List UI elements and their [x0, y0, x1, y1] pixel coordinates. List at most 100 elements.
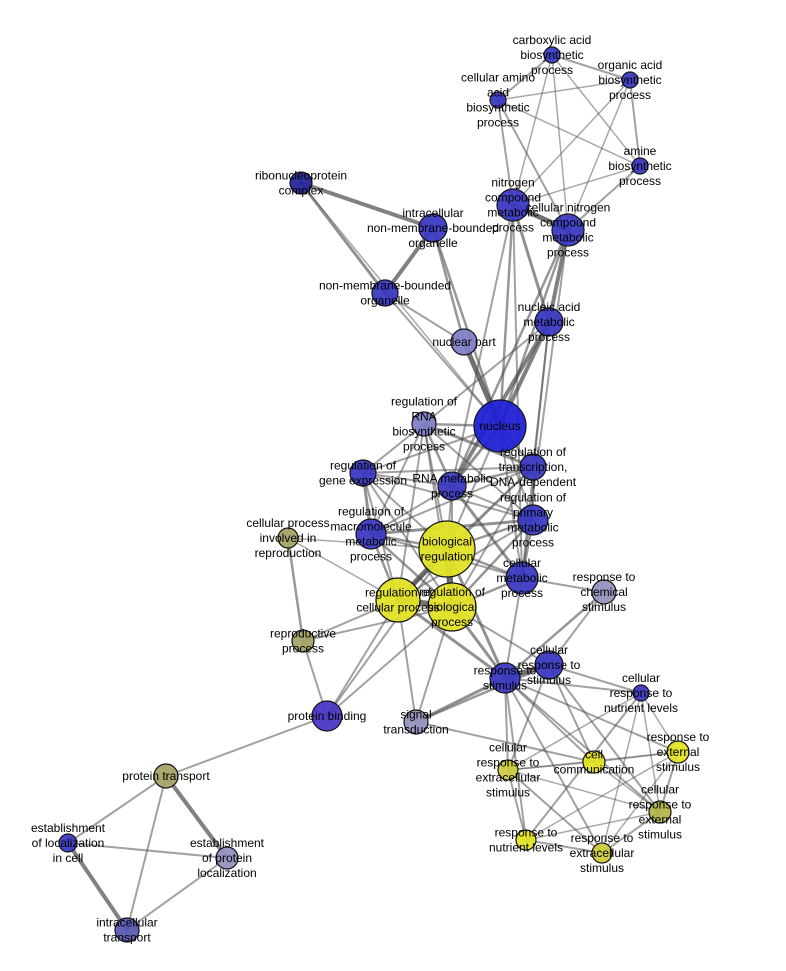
- graph-edge[interactable]: [165, 715, 328, 777]
- graph-edge[interactable]: [302, 606, 453, 642]
- graph-node[interactable]: [289, 171, 313, 195]
- graph-node[interactable]: [349, 459, 377, 487]
- graph-node[interactable]: [473, 399, 527, 453]
- graph-edge[interactable]: [551, 54, 569, 231]
- graph-edge[interactable]: [326, 606, 453, 717]
- graph-edge[interactable]: [498, 228, 570, 428]
- graph-node[interactable]: [631, 157, 649, 175]
- graph-node[interactable]: [591, 579, 617, 605]
- graph-edge[interactable]: [67, 775, 167, 844]
- graph-edge[interactable]: [422, 422, 535, 469]
- graph-edge[interactable]: [164, 774, 229, 860]
- graph-edge[interactable]: [525, 839, 603, 854]
- graph-edge[interactable]: [507, 769, 661, 813]
- graph-node[interactable]: [371, 279, 399, 307]
- graph-edge[interactable]: [507, 761, 595, 771]
- graph-edge[interactable]: [504, 677, 679, 753]
- graph-edge[interactable]: [548, 664, 642, 694]
- graph-edge[interactable]: [423, 423, 534, 521]
- graph-node[interactable]: [517, 504, 549, 536]
- graph-node[interactable]: [591, 842, 613, 864]
- graph-node[interactable]: [291, 629, 315, 653]
- graph-edge[interactable]: [521, 321, 550, 579]
- graph-node[interactable]: [427, 582, 477, 632]
- graph-edge[interactable]: [593, 761, 661, 813]
- graph-edge[interactable]: [414, 676, 507, 724]
- graph-edge[interactable]: [601, 692, 642, 854]
- graph-node[interactable]: [666, 740, 690, 764]
- graph-edge[interactable]: [593, 751, 679, 763]
- graph-edge[interactable]: [640, 692, 679, 753]
- graph-edge[interactable]: [504, 577, 523, 679]
- graph-edge[interactable]: [384, 292, 501, 427]
- graph-node[interactable]: [418, 213, 448, 243]
- graph-edge[interactable]: [525, 811, 661, 841]
- graph-edge[interactable]: [551, 54, 641, 167]
- graph-node[interactable]: [418, 520, 476, 578]
- graph-edge[interactable]: [299, 181, 435, 230]
- graph-edge[interactable]: [497, 99, 514, 206]
- graph-node[interactable]: [375, 577, 421, 623]
- graph-edge[interactable]: [384, 292, 465, 343]
- graph-node[interactable]: [632, 684, 650, 702]
- graph-edge[interactable]: [126, 775, 167, 931]
- graph-edge[interactable]: [512, 79, 631, 206]
- graph-node[interactable]: [403, 709, 429, 735]
- graph-node[interactable]: [519, 453, 547, 481]
- graph-edge[interactable]: [126, 857, 228, 931]
- graph-edge[interactable]: [503, 590, 606, 680]
- graph-edge[interactable]: [601, 751, 679, 854]
- graph-edge[interactable]: [601, 811, 661, 854]
- graph-edge[interactable]: [504, 677, 642, 694]
- graph-edge[interactable]: [299, 181, 387, 295]
- graph-edge[interactable]: [567, 79, 631, 231]
- graph-node[interactable]: [215, 846, 239, 870]
- graph-edge[interactable]: [423, 321, 550, 425]
- graph-edge[interactable]: [498, 203, 515, 428]
- graph-edge[interactable]: [300, 182, 501, 427]
- graph-edge[interactable]: [507, 769, 527, 841]
- graph-edge[interactable]: [370, 485, 453, 535]
- graph-node[interactable]: [311, 700, 343, 732]
- graph-edge[interactable]: [326, 599, 399, 717]
- graph-edge[interactable]: [548, 664, 595, 763]
- graph-edge[interactable]: [286, 536, 305, 643]
- graph-node[interactable]: [450, 328, 478, 356]
- graph-edge[interactable]: [504, 677, 661, 813]
- graph-edge[interactable]: [548, 591, 605, 666]
- graph-edge[interactable]: [66, 841, 129, 932]
- graph-node[interactable]: [489, 91, 507, 109]
- graph-edge[interactable]: [497, 79, 631, 101]
- graph-edge[interactable]: [67, 842, 228, 859]
- graph-node[interactable]: [534, 307, 564, 337]
- graph-node[interactable]: [58, 833, 78, 853]
- graph-node[interactable]: [534, 650, 564, 680]
- graph-edge[interactable]: [504, 677, 603, 854]
- graph-node[interactable]: [551, 213, 585, 247]
- graph-edge[interactable]: [629, 79, 641, 167]
- graph-node[interactable]: [543, 46, 561, 64]
- graph-node[interactable]: [114, 917, 140, 943]
- graph-edge[interactable]: [512, 54, 553, 206]
- graph-edge[interactable]: [415, 721, 595, 763]
- graph-edge[interactable]: [551, 54, 631, 81]
- graph-node[interactable]: [496, 188, 530, 222]
- graph-edge[interactable]: [507, 692, 642, 771]
- graph-node[interactable]: [411, 411, 437, 437]
- graph-node[interactable]: [153, 763, 179, 789]
- graph-edge[interactable]: [450, 484, 524, 580]
- graph-node[interactable]: [497, 759, 519, 781]
- graph-node[interactable]: [648, 800, 672, 824]
- graph-edge[interactable]: [497, 99, 569, 231]
- graph-node[interactable]: [437, 471, 467, 501]
- graph-edge[interactable]: [504, 677, 527, 841]
- graph-edge[interactable]: [497, 54, 553, 101]
- graph-node[interactable]: [489, 662, 521, 694]
- graph-edge[interactable]: [507, 769, 603, 854]
- graph-node[interactable]: [505, 561, 539, 595]
- graph-edge[interactable]: [362, 472, 453, 487]
- graph-edge[interactable]: [640, 692, 661, 813]
- graph-edge[interactable]: [497, 99, 641, 167]
